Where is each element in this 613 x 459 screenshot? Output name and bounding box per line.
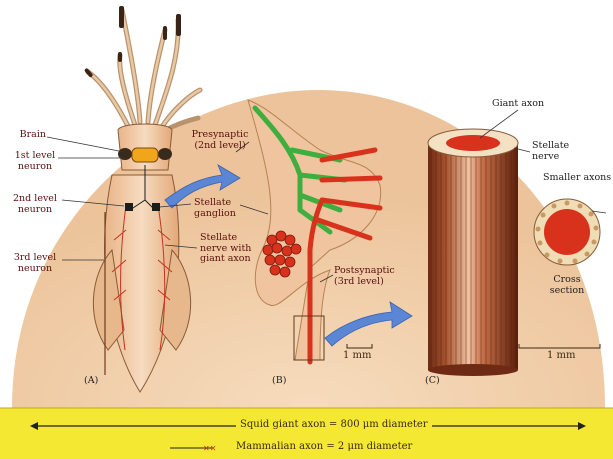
panel-c-scale-label: 1 mm — [547, 350, 576, 361]
mammal-axon-caption: Mammalian axon = 2 μm diameter — [236, 441, 412, 452]
cross-section — [534, 199, 600, 265]
label-stellate-nerve-giant-axon: Stellate nerve with giant axon — [200, 233, 260, 265]
label-smaller-axons: Smaller axons — [543, 173, 613, 184]
panel-b-tag: (B) — [272, 376, 286, 387]
label-third-level-neuron: 3rd level neuron — [8, 253, 62, 274]
label-second-level-neuron: 2nd level neuron — [8, 194, 62, 215]
panel-c-tag: (C) — [425, 376, 440, 387]
giant-axon-cylinder — [428, 129, 518, 376]
panel-b-scale-label: 1 mm — [343, 350, 372, 361]
label-stellate-ganglion: Stellate ganglion — [194, 198, 249, 219]
svg-text:✕✕: ✕✕ — [203, 444, 216, 453]
label-brain: Brain — [4, 130, 46, 141]
panel-a-tag: (A) — [84, 376, 98, 387]
label-stellate-nerve: Stellate nerve — [532, 141, 580, 162]
label-cross-section: Cross section — [540, 275, 594, 296]
label-first-level-neuron: 1st level neuron — [10, 151, 60, 172]
squid-axon-caption: Squid giant axon = 800 μm diameter — [236, 419, 432, 430]
label-postsynaptic: Postsynaptic (3rd level) — [334, 266, 404, 287]
label-presynaptic: Presynaptic (2nd level) — [188, 130, 252, 151]
label-giant-axon: Giant axon — [492, 99, 562, 110]
